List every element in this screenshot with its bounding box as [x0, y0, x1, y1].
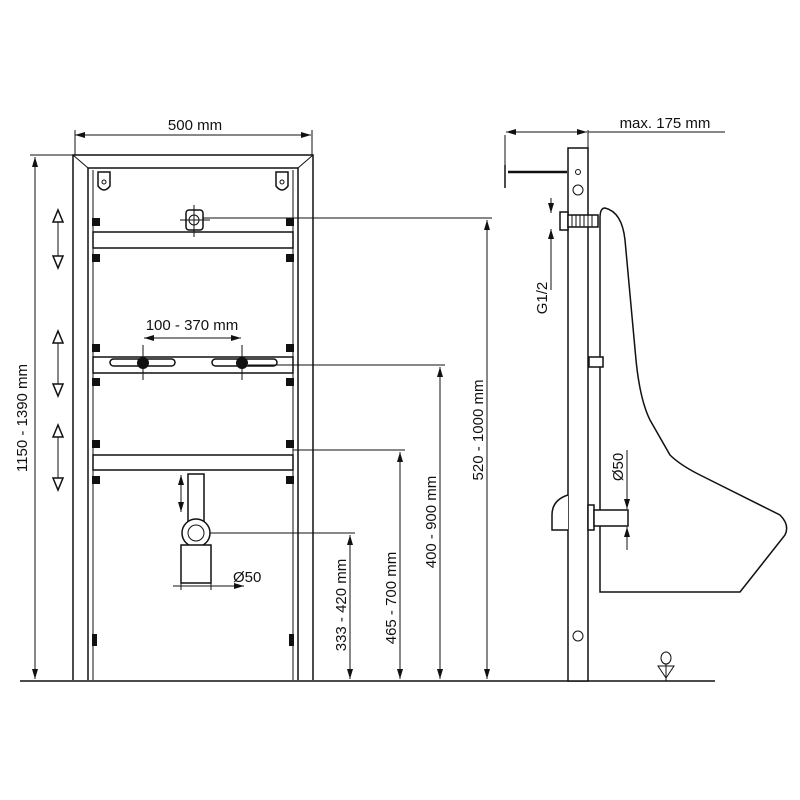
water-inlet-height-label: 520 - 1000 mm	[470, 380, 487, 481]
adjustment-arrow-icon	[51, 208, 65, 492]
wall-bracket	[504, 165, 567, 188]
side-drain-diameter-label: Ø50	[610, 453, 627, 481]
mounting-lug-icon	[97, 171, 289, 191]
inlet-thread-label: G1/2	[534, 282, 551, 315]
urinal-bolt	[588, 356, 604, 368]
urinal-bracket-slots	[109, 345, 278, 380]
bolt-icon	[92, 218, 294, 646]
drain-height-label: 333 - 420 mm	[333, 559, 350, 652]
width-label: 500 mm	[168, 117, 222, 134]
depth-label: max. 175 mm	[620, 115, 711, 132]
height-dimensions	[203, 217, 492, 679]
water-inlet-valve	[548, 198, 599, 290]
lower-bracket-height-label: 465 - 700 mm	[383, 552, 400, 645]
water-inlet-icon	[180, 205, 210, 237]
crossbar	[92, 231, 294, 471]
floor-level-icon	[657, 651, 675, 681]
side-drain	[551, 450, 630, 550]
drain-pipe	[173, 473, 244, 590]
side-frame-column	[567, 147, 589, 682]
mid-bracket-height-label: 400 - 900 mm	[423, 476, 440, 569]
height-label: 1150 - 1390 mm	[14, 364, 31, 472]
urinal-outline	[599, 207, 788, 593]
bracket-spacing-label: 100 - 370 mm	[146, 317, 239, 334]
drain-diameter-label: Ø50	[233, 569, 261, 586]
